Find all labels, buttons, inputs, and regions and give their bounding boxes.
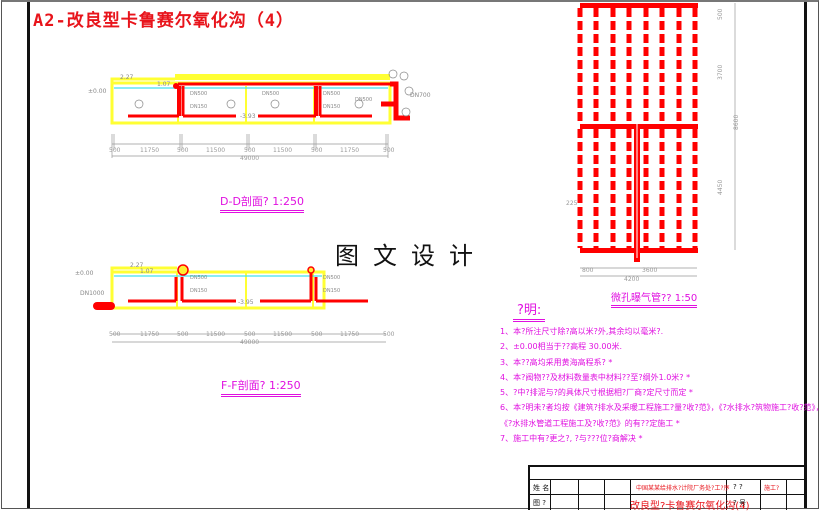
frame-border-left bbox=[27, 2, 30, 508]
svg-text:2.27: 2.27 bbox=[130, 262, 144, 269]
svg-text:500: 500 bbox=[244, 331, 256, 338]
svg-text:DN500: DN500 bbox=[262, 91, 279, 97]
svg-text:DN1000: DN1000 bbox=[80, 290, 105, 297]
svg-text:11750: 11750 bbox=[140, 331, 159, 338]
svg-text:DN700: DN700 bbox=[410, 92, 431, 99]
svg-text:DN150: DN150 bbox=[323, 104, 340, 110]
svg-text:3600: 3600 bbox=[642, 267, 657, 274]
svg-text:4450: 4450 bbox=[717, 180, 724, 195]
svg-text:1.07: 1.07 bbox=[157, 81, 171, 88]
svg-text:-3.93: -3.93 bbox=[240, 113, 256, 120]
svg-text:225: 225 bbox=[566, 200, 578, 207]
svg-text:500: 500 bbox=[109, 331, 121, 338]
title-block-stage: 施工? bbox=[764, 485, 780, 492]
section-dd: 2.27 ±0.00 1.07 -3.93 DN500 DN150 DN500 … bbox=[88, 69, 431, 162]
svg-text:11500: 11500 bbox=[206, 147, 225, 154]
note-item: 6、本?明未?者均按《建筑?排水及采暖工程施工?量?收?范》，《?水排水?筑物施… bbox=[500, 403, 820, 413]
note-item: 1、本?所注尺寸除?高以米?外,其余均以毫米?. bbox=[500, 327, 664, 336]
note-item: 5、?中?排泥与?的具体尺寸根据相?厂商?定尺寸而定 * bbox=[500, 388, 693, 398]
svg-text:500: 500 bbox=[383, 147, 395, 154]
drawing-title: A2-改良型卡鲁赛尔氧化沟（4） bbox=[33, 11, 294, 31]
svg-text:500: 500 bbox=[244, 147, 256, 154]
frame-border-right bbox=[804, 2, 807, 508]
watermark-text: 图文设计 bbox=[335, 242, 487, 270]
note-item: 《?水排水管道工程施工及?收?范》的有??定施工 * bbox=[500, 418, 680, 428]
svg-text:11500: 11500 bbox=[273, 331, 292, 338]
note-item: 3、本??高均采用黄海高程系? * bbox=[500, 357, 613, 367]
title-block: 姓 名 中国某某给排水?计院厂务处?工?序 ? ? 施工? 图 ? 改良型?卡鲁… bbox=[528, 465, 806, 512]
svg-text:11750: 11750 bbox=[140, 147, 159, 154]
title-block-number-label: ? 号 bbox=[733, 499, 746, 507]
svg-text:DN500: DN500 bbox=[355, 97, 372, 103]
svg-text:500: 500 bbox=[311, 147, 323, 154]
svg-text:800: 800 bbox=[582, 267, 594, 274]
svg-text:500: 500 bbox=[311, 331, 323, 338]
design-notes: 1、本?所注尺寸除?高以米?外,其余均以毫米?. 2、±0.00相当于??高程 … bbox=[500, 324, 820, 446]
title-block-drawing-label: 图 ? bbox=[533, 499, 546, 507]
svg-text:49000: 49000 bbox=[240, 339, 259, 346]
section-ff: DN1000 ±0.00 2.27 1.07 -3.95 DN500 DN150… bbox=[75, 262, 395, 346]
svg-text:2.27: 2.27 bbox=[120, 74, 134, 81]
svg-text:500: 500 bbox=[109, 147, 121, 154]
title-block-name-label: 姓 名 bbox=[533, 484, 550, 492]
svg-text:4200: 4200 bbox=[624, 276, 639, 283]
title-block-drawing-name: 改良型?卡鲁赛尔氧化沟(4) bbox=[630, 501, 750, 512]
svg-text:500: 500 bbox=[177, 331, 189, 338]
section-ff-caption: F-F剖面? 1:250 bbox=[221, 377, 301, 397]
aerator-plan-caption: 微孔曝气管?? 1:50 bbox=[611, 289, 698, 308]
svg-text:DN500: DN500 bbox=[190, 91, 207, 97]
section-dd-caption: D-D剖面? 1:250 bbox=[220, 193, 304, 213]
svg-text:11750: 11750 bbox=[340, 147, 359, 154]
title-block-institute: 中国某某给排水?计院厂务处?工?序 bbox=[636, 485, 730, 492]
svg-text:3700: 3700 bbox=[717, 65, 724, 80]
svg-text:±0.00: ±0.00 bbox=[88, 88, 107, 95]
svg-text:500: 500 bbox=[717, 8, 724, 20]
svg-text:DN500: DN500 bbox=[323, 91, 340, 97]
svg-text:1.07: 1.07 bbox=[140, 268, 154, 275]
svg-text:DN500: DN500 bbox=[190, 275, 207, 281]
title-block-field: ? ? bbox=[733, 483, 743, 491]
svg-text:49000: 49000 bbox=[240, 155, 259, 162]
svg-text:DN500: DN500 bbox=[323, 275, 340, 281]
svg-text:11500: 11500 bbox=[273, 147, 292, 154]
svg-text:500: 500 bbox=[383, 331, 395, 338]
svg-text:DN150: DN150 bbox=[190, 288, 207, 294]
svg-text:DN150: DN150 bbox=[323, 288, 340, 294]
aerator-plan: 500 3700 8600 4450 225 800 3600 4200 bbox=[566, 3, 740, 283]
svg-text:±0.00: ±0.00 bbox=[75, 270, 94, 277]
note-item: 7、施工中有?更之?, ?与???位?商解决 * bbox=[500, 434, 643, 444]
note-item: 2、±0.00相当于??高程 30.00米. bbox=[500, 342, 623, 352]
svg-text:-3.95: -3.95 bbox=[238, 299, 254, 306]
note-item: 4、本?阀物??及材料数量表中材料??至?纲外1.0米? * bbox=[500, 372, 691, 382]
svg-text:8600: 8600 bbox=[733, 115, 740, 130]
svg-text:11750: 11750 bbox=[340, 331, 359, 338]
svg-text:500: 500 bbox=[177, 147, 189, 154]
svg-text:DN150: DN150 bbox=[190, 104, 207, 110]
svg-text:11500: 11500 bbox=[206, 331, 225, 338]
notes-title: ?明: bbox=[513, 299, 546, 322]
